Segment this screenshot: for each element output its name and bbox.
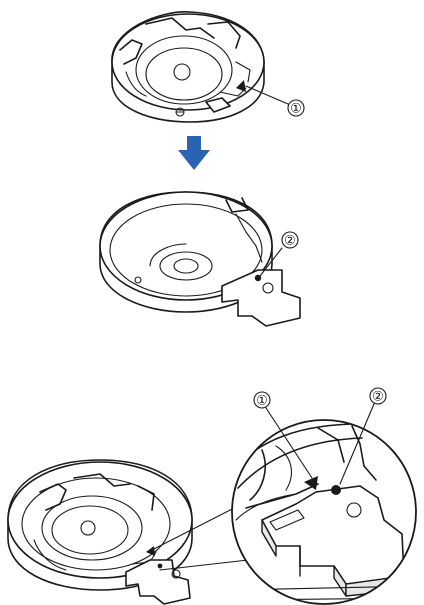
callout-1-label: ① [290, 101, 302, 116]
callout-2-label: ② [284, 233, 296, 248]
callout-1b-label: ① [256, 393, 268, 408]
magnified-detail-icon [232, 420, 420, 604]
callout-2b-label: ② [372, 389, 384, 404]
bobbin-case-icon [112, 12, 264, 122]
bobbin-race-housing-icon [100, 192, 300, 326]
down-arrow-icon [178, 136, 210, 170]
assembled-bobbin-case-icon [8, 460, 192, 604]
